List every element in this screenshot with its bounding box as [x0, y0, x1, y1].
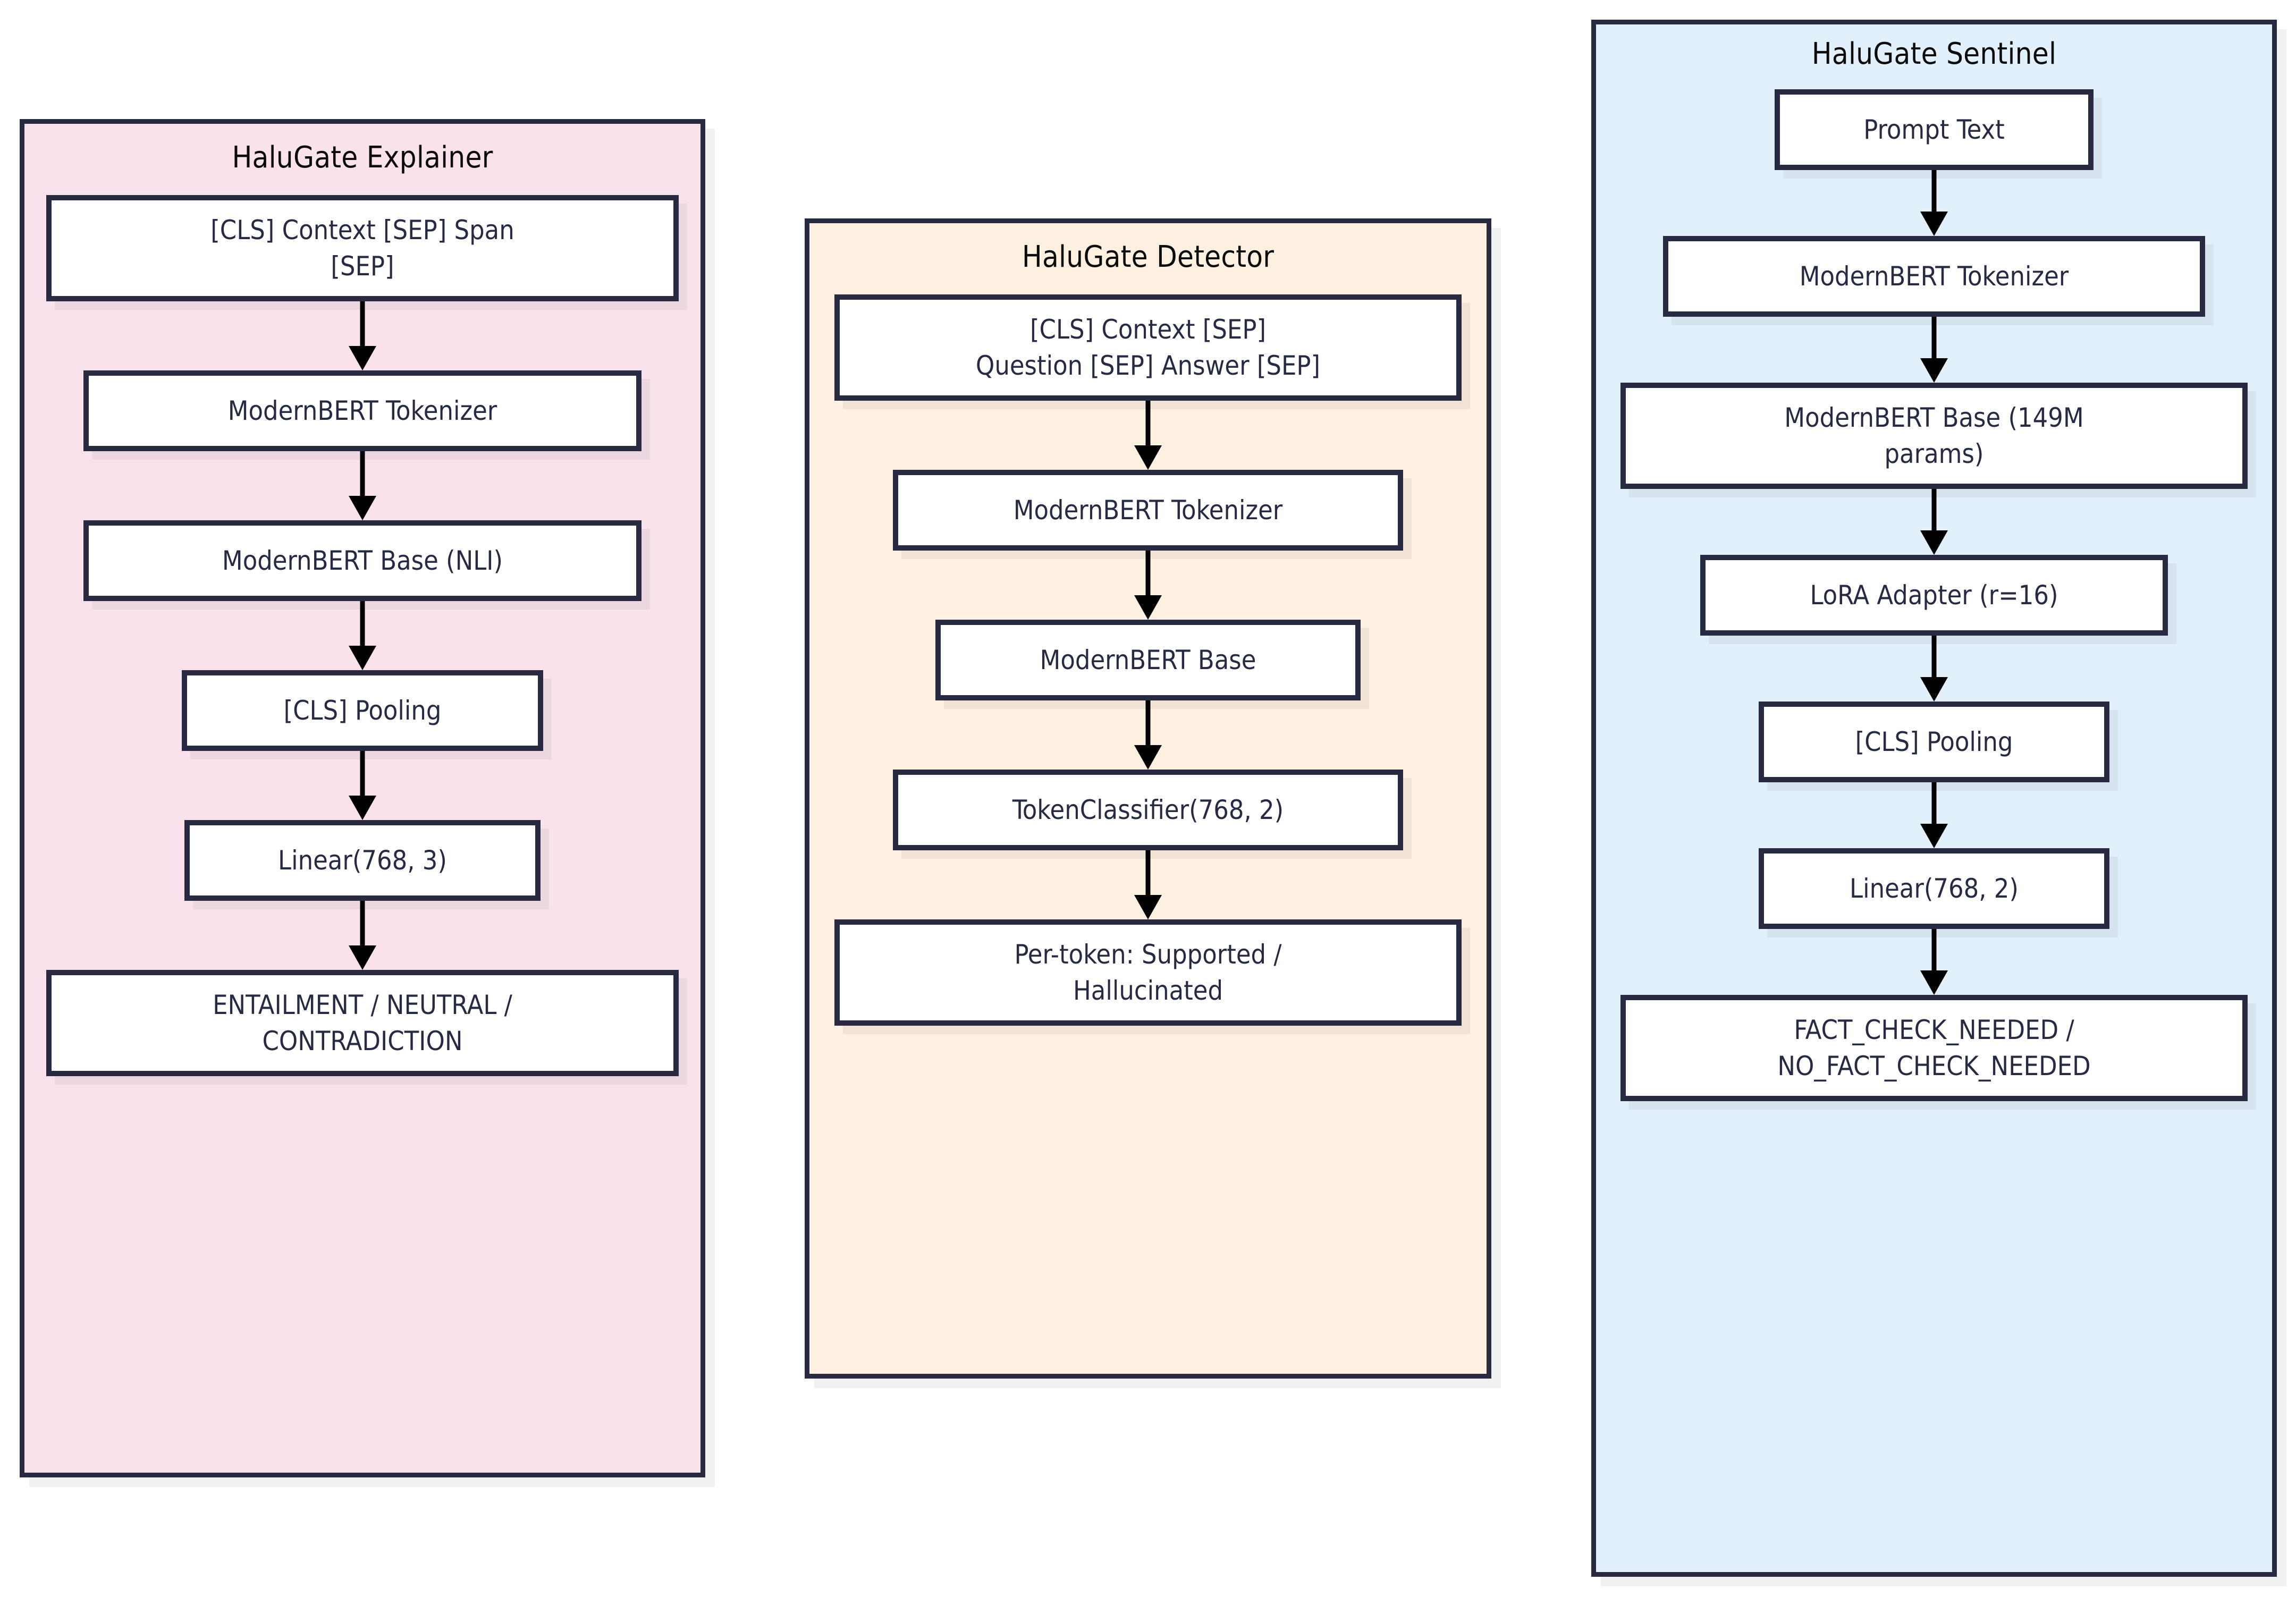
explainer-flow: [CLS] Context [SEP] Span [SEP] ModernBER… — [46, 173, 679, 1076]
node-explainer-output[interactable]: ENTAILMENT / NEUTRAL / CONTRADICTION — [46, 970, 679, 1076]
subgraph-title-explainer: HaluGate Explainer — [232, 140, 493, 175]
node-sentinel-output[interactable]: FACT_CHECK_NEEDED / NO_FACT_CHECK_NEEDED — [1620, 995, 2248, 1101]
node-detector-output[interactable]: Per-token: Supported / Hallucinated — [834, 919, 1462, 1026]
node-detector-tokenizer[interactable]: ModernBERT Tokenizer — [893, 470, 1403, 551]
node-sentinel-linear[interactable]: Linear(768, 2) — [1759, 848, 2109, 929]
edge-de2-de3 — [1134, 551, 1162, 620]
edge-ex3-ex4 — [349, 601, 376, 670]
sentinel-flow: Prompt Text ModernBERT Tokenizer ModernB… — [1620, 69, 2248, 1101]
edge-ex4-ex5 — [349, 751, 376, 820]
subgraph-halugate-sentinel: HaluGate Sentinel Prompt Text ModernBERT… — [1591, 20, 2277, 1577]
edge-de4-de5 — [1134, 850, 1162, 919]
node-sentinel-lora[interactable]: LoRA Adapter (r=16) — [1700, 555, 2168, 636]
node-explainer-input[interactable]: [CLS] Context [SEP] Span [SEP] — [46, 195, 679, 301]
node-detector-base[interactable]: ModernBERT Base — [935, 620, 1361, 700]
edge-se5-se6 — [1920, 782, 1948, 848]
node-explainer-pooling[interactable]: [CLS] Pooling — [182, 670, 543, 751]
edge-se4-se5 — [1920, 636, 1948, 702]
edge-se2-se3 — [1920, 317, 1948, 383]
node-explainer-base[interactable]: ModernBERT Base (NLI) — [83, 520, 641, 601]
subgraph-title-detector: HaluGate Detector — [1022, 240, 1274, 274]
node-detector-input[interactable]: [CLS] Context [SEP] Question [SEP] Answe… — [834, 294, 1462, 401]
edge-se3-se4 — [1920, 489, 1948, 555]
edge-de1-de2 — [1134, 401, 1162, 470]
subgraph-halugate-detector: HaluGate Detector [CLS] Context [SEP] Qu… — [805, 218, 1491, 1379]
detector-flow: [CLS] Context [SEP] Question [SEP] Answe… — [834, 272, 1462, 1026]
node-explainer-linear[interactable]: Linear(768, 3) — [184, 820, 541, 901]
edge-ex5-ex6 — [349, 901, 376, 970]
node-sentinel-base[interactable]: ModernBERT Base (149M params) — [1620, 383, 2248, 489]
node-detector-classifier[interactable]: TokenClassifier(768, 2) — [893, 770, 1403, 850]
subgraph-title-sentinel: HaluGate Sentinel — [1811, 37, 2057, 71]
edge-se1-se2 — [1920, 170, 1948, 236]
node-sentinel-tokenizer[interactable]: ModernBERT Tokenizer — [1663, 236, 2205, 317]
node-sentinel-pooling[interactable]: [CLS] Pooling — [1759, 702, 2109, 782]
edge-ex1-ex2 — [349, 301, 376, 370]
edge-de3-de4 — [1134, 700, 1162, 770]
node-explainer-tokenizer[interactable]: ModernBERT Tokenizer — [83, 370, 641, 451]
subgraph-halugate-explainer: HaluGate Explainer [CLS] Context [SEP] S… — [20, 119, 705, 1477]
edge-se6-se7 — [1920, 929, 1948, 995]
edge-ex2-ex3 — [349, 451, 376, 520]
node-sentinel-prompt[interactable]: Prompt Text — [1775, 89, 2094, 170]
